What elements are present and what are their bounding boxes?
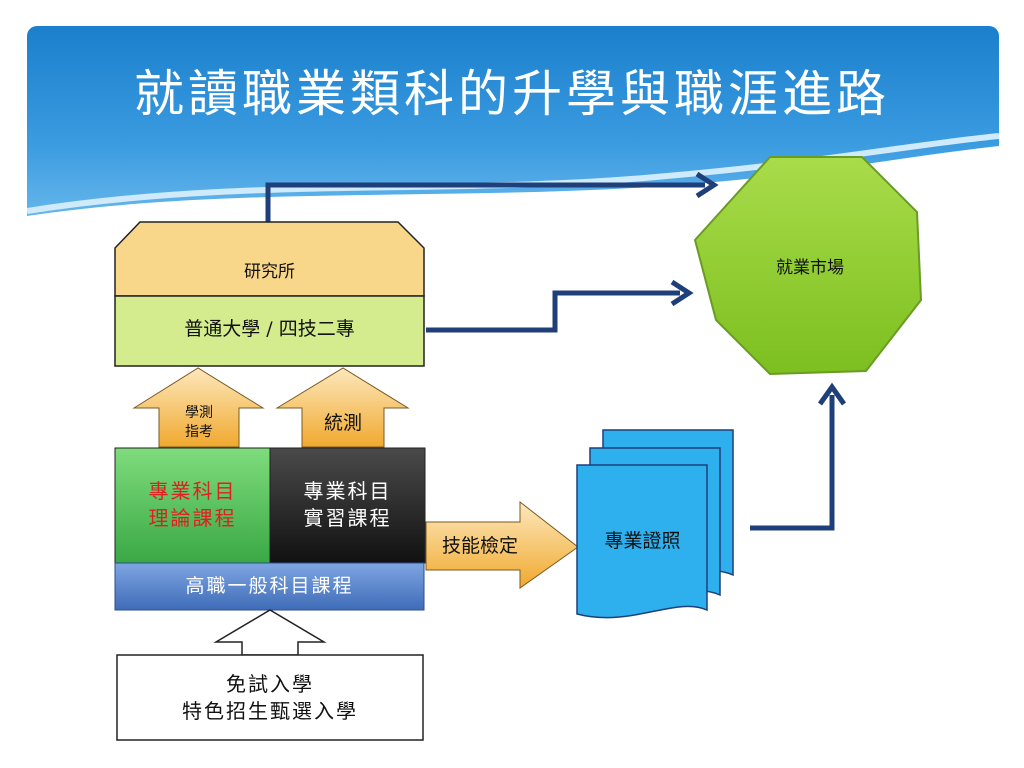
- admission-label: 免試入學 特色招生甄選入學: [182, 671, 358, 723]
- arrowhead-mid: [670, 279, 694, 307]
- exam-right-arrow: [275, 367, 410, 448]
- job-market-label: 就業市場: [776, 257, 844, 278]
- exam-left-arrow: [132, 367, 265, 448]
- skill-test-label: 技能檢定: [441, 535, 518, 558]
- university-to-market-line: [426, 290, 680, 333]
- exam-left-label: 學測 指考: [185, 405, 213, 440]
- admission-arrow: [213, 609, 327, 656]
- cert-to-market-line: [750, 395, 835, 531]
- practice-box: [269, 447, 426, 564]
- arrowhead-up: [817, 382, 847, 406]
- university-label: 普通大學 / 四技二專: [184, 318, 355, 341]
- certificate-label: 專業證照: [604, 530, 681, 553]
- theory-box: [114, 447, 271, 564]
- graduate-school-label: 研究所: [244, 261, 295, 282]
- grad-school-to-market-line: [265, 182, 705, 222]
- general-box: [114, 562, 425, 611]
- job-market-shape: [693, 156, 923, 376]
- theory-label: 專業科目 理論課程: [148, 479, 237, 530]
- arrowhead-top: [695, 171, 719, 199]
- page-title: 就讀職業類科的升學與職涯進路: [134, 65, 890, 123]
- university-box: [114, 295, 425, 367]
- certificate-doc-front: [576, 464, 708, 619]
- practice-label: 專業科目 實習課程: [303, 479, 392, 530]
- admission-box: [116, 654, 424, 741]
- general-label: 高職一般科目課程: [185, 575, 354, 598]
- exam-right-label: 統測: [323, 412, 362, 435]
- skill-test-arrow: [425, 500, 579, 589]
